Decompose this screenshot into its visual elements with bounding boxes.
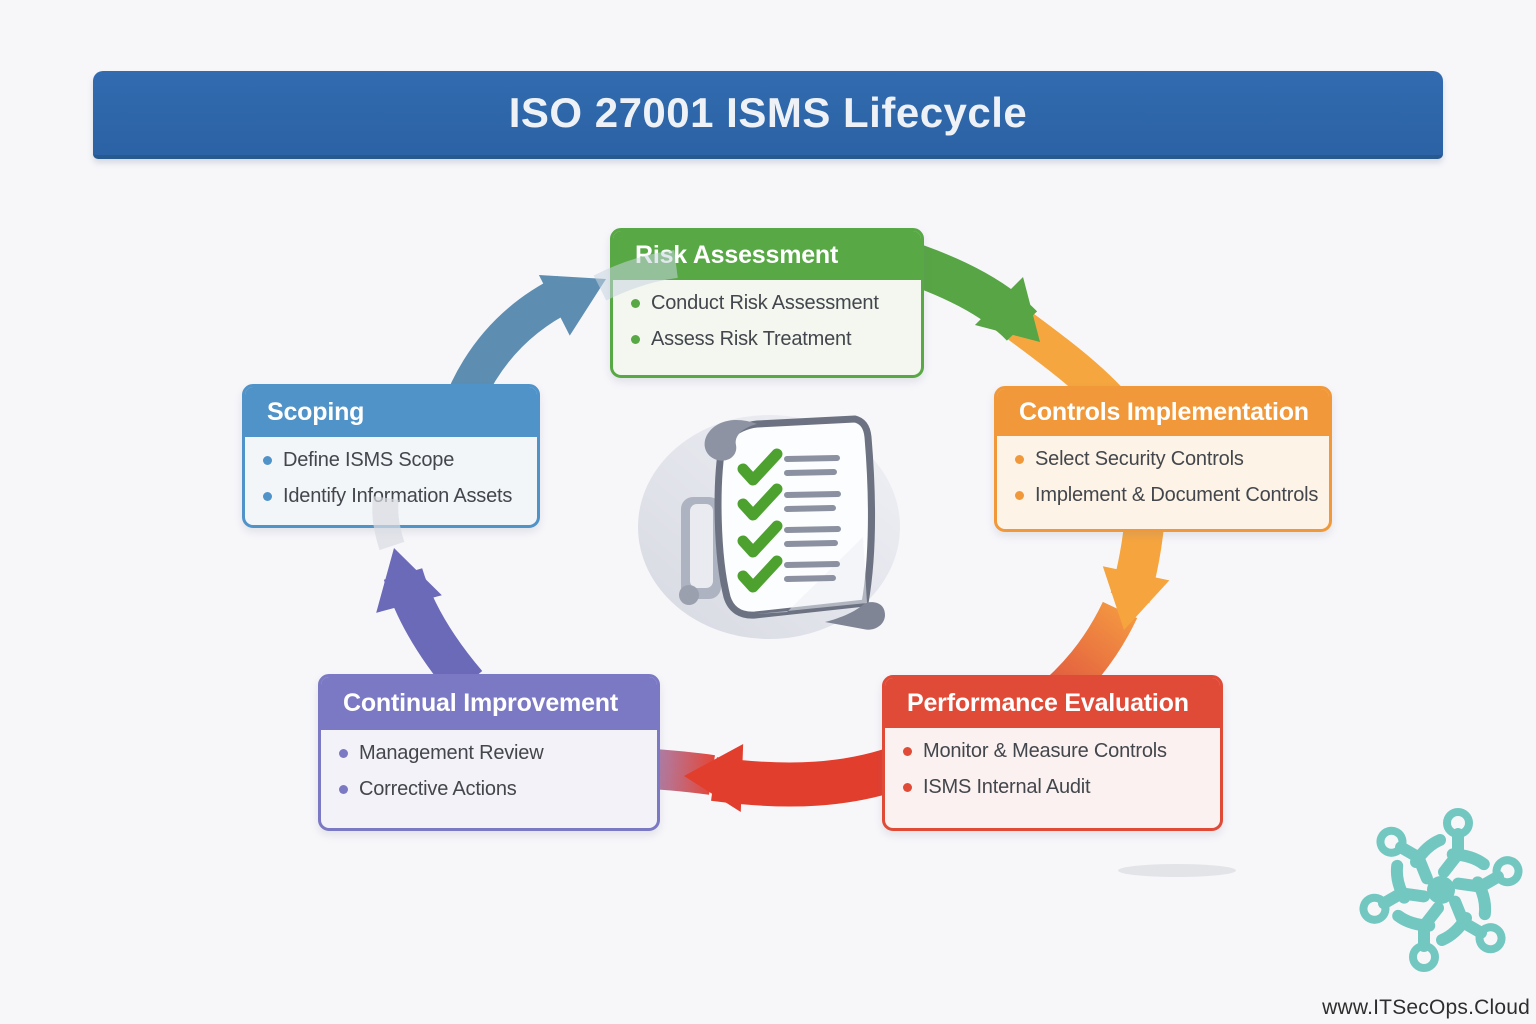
stage-title: Continual Improvement xyxy=(343,689,618,717)
item-text: Monitor & Measure Controls xyxy=(923,740,1167,762)
watermark-url: www.ITSecOps.Cloud xyxy=(1322,996,1530,1019)
bullet-icon xyxy=(263,456,272,465)
item-text: ISMS Internal Audit xyxy=(923,776,1091,798)
stage-title: Risk Assessment xyxy=(635,241,839,269)
bullet-icon xyxy=(339,785,348,794)
stage-header-controls-implementation: Controls Implementation xyxy=(997,389,1329,436)
list-item: Implement & Document Controls xyxy=(1015,484,1319,507)
list-item: Conduct Risk Assessment xyxy=(631,292,911,315)
bullet-icon xyxy=(263,492,272,501)
stage-card-controls-implementation: Controls Implementation Select Security … xyxy=(994,386,1332,532)
item-text: Define ISMS Scope xyxy=(283,449,455,471)
arrow-performance-to-continual-icon xyxy=(638,744,913,813)
list-item: Identify Information Assets xyxy=(263,485,527,508)
item-text: Conduct Risk Assessment xyxy=(651,292,879,314)
stage-items: Management Review Corrective Actions xyxy=(321,730,657,822)
bullet-icon xyxy=(1015,491,1024,500)
itsecops-logo-icon xyxy=(1356,808,1526,982)
stage-title: Performance Evaluation xyxy=(907,688,1189,717)
item-text: Select Security Controls xyxy=(1035,448,1244,470)
stage-items: Define ISMS Scope Identify Information A… xyxy=(245,437,537,525)
bullet-icon xyxy=(339,749,348,758)
item-text: Implement & Document Controls xyxy=(1035,484,1319,506)
stage-items: Select Security Controls Implement & Doc… xyxy=(997,436,1329,528)
stage-title: Scoping xyxy=(267,397,365,426)
page-title: ISO 27001 ISMS Lifecycle xyxy=(508,89,1028,136)
bullet-icon xyxy=(903,783,912,792)
list-item: Select Security Controls xyxy=(1015,448,1319,471)
list-item: ISMS Internal Audit xyxy=(903,776,1210,799)
title-bar: ISO 27001 ISMS Lifecycle xyxy=(93,71,1443,159)
bullet-icon xyxy=(903,747,912,756)
list-item: Monitor & Measure Controls xyxy=(903,740,1210,763)
stage-card-scoping: Scoping Define ISMS Scope Identify Infor… xyxy=(242,384,540,528)
stage-title: Controls Implementation xyxy=(1019,398,1309,426)
stage-items: Conduct Risk Assessment Assess Risk Trea… xyxy=(613,280,921,372)
checklist-scroll-icon xyxy=(638,415,900,639)
list-item: Assess Risk Treatment xyxy=(631,328,911,351)
stage-header-performance-evaluation: Performance Evaluation xyxy=(885,678,1220,728)
item-text: Corrective Actions xyxy=(359,778,517,800)
bullet-icon xyxy=(631,335,640,344)
stage-card-risk-assessment: Risk Assessment Conduct Risk Assessment … xyxy=(610,228,924,378)
floor-shadow xyxy=(1118,864,1236,877)
item-text: Identify Information Assets xyxy=(283,485,513,507)
stage-header-risk-assessment: Risk Assessment xyxy=(613,231,921,280)
stage-header-scoping: Scoping xyxy=(245,387,537,437)
list-item: Management Review xyxy=(339,742,647,765)
stage-card-performance-evaluation: Performance Evaluation Monitor & Measure… xyxy=(882,675,1223,831)
stage-header-continual-improvement: Continual Improvement xyxy=(321,677,657,730)
item-text: Assess Risk Treatment xyxy=(651,328,852,350)
stage-items: Monitor & Measure Controls ISMS Internal… xyxy=(885,728,1220,820)
list-item: Define ISMS Scope xyxy=(263,449,527,472)
arrow-continual-to-scoping-icon xyxy=(376,548,483,697)
item-text: Management Review xyxy=(359,742,544,764)
list-item: Corrective Actions xyxy=(339,778,647,801)
bullet-icon xyxy=(631,299,640,308)
stage-card-continual-improvement: Continual Improvement Management Review … xyxy=(318,674,660,831)
bullet-icon xyxy=(1015,455,1024,464)
